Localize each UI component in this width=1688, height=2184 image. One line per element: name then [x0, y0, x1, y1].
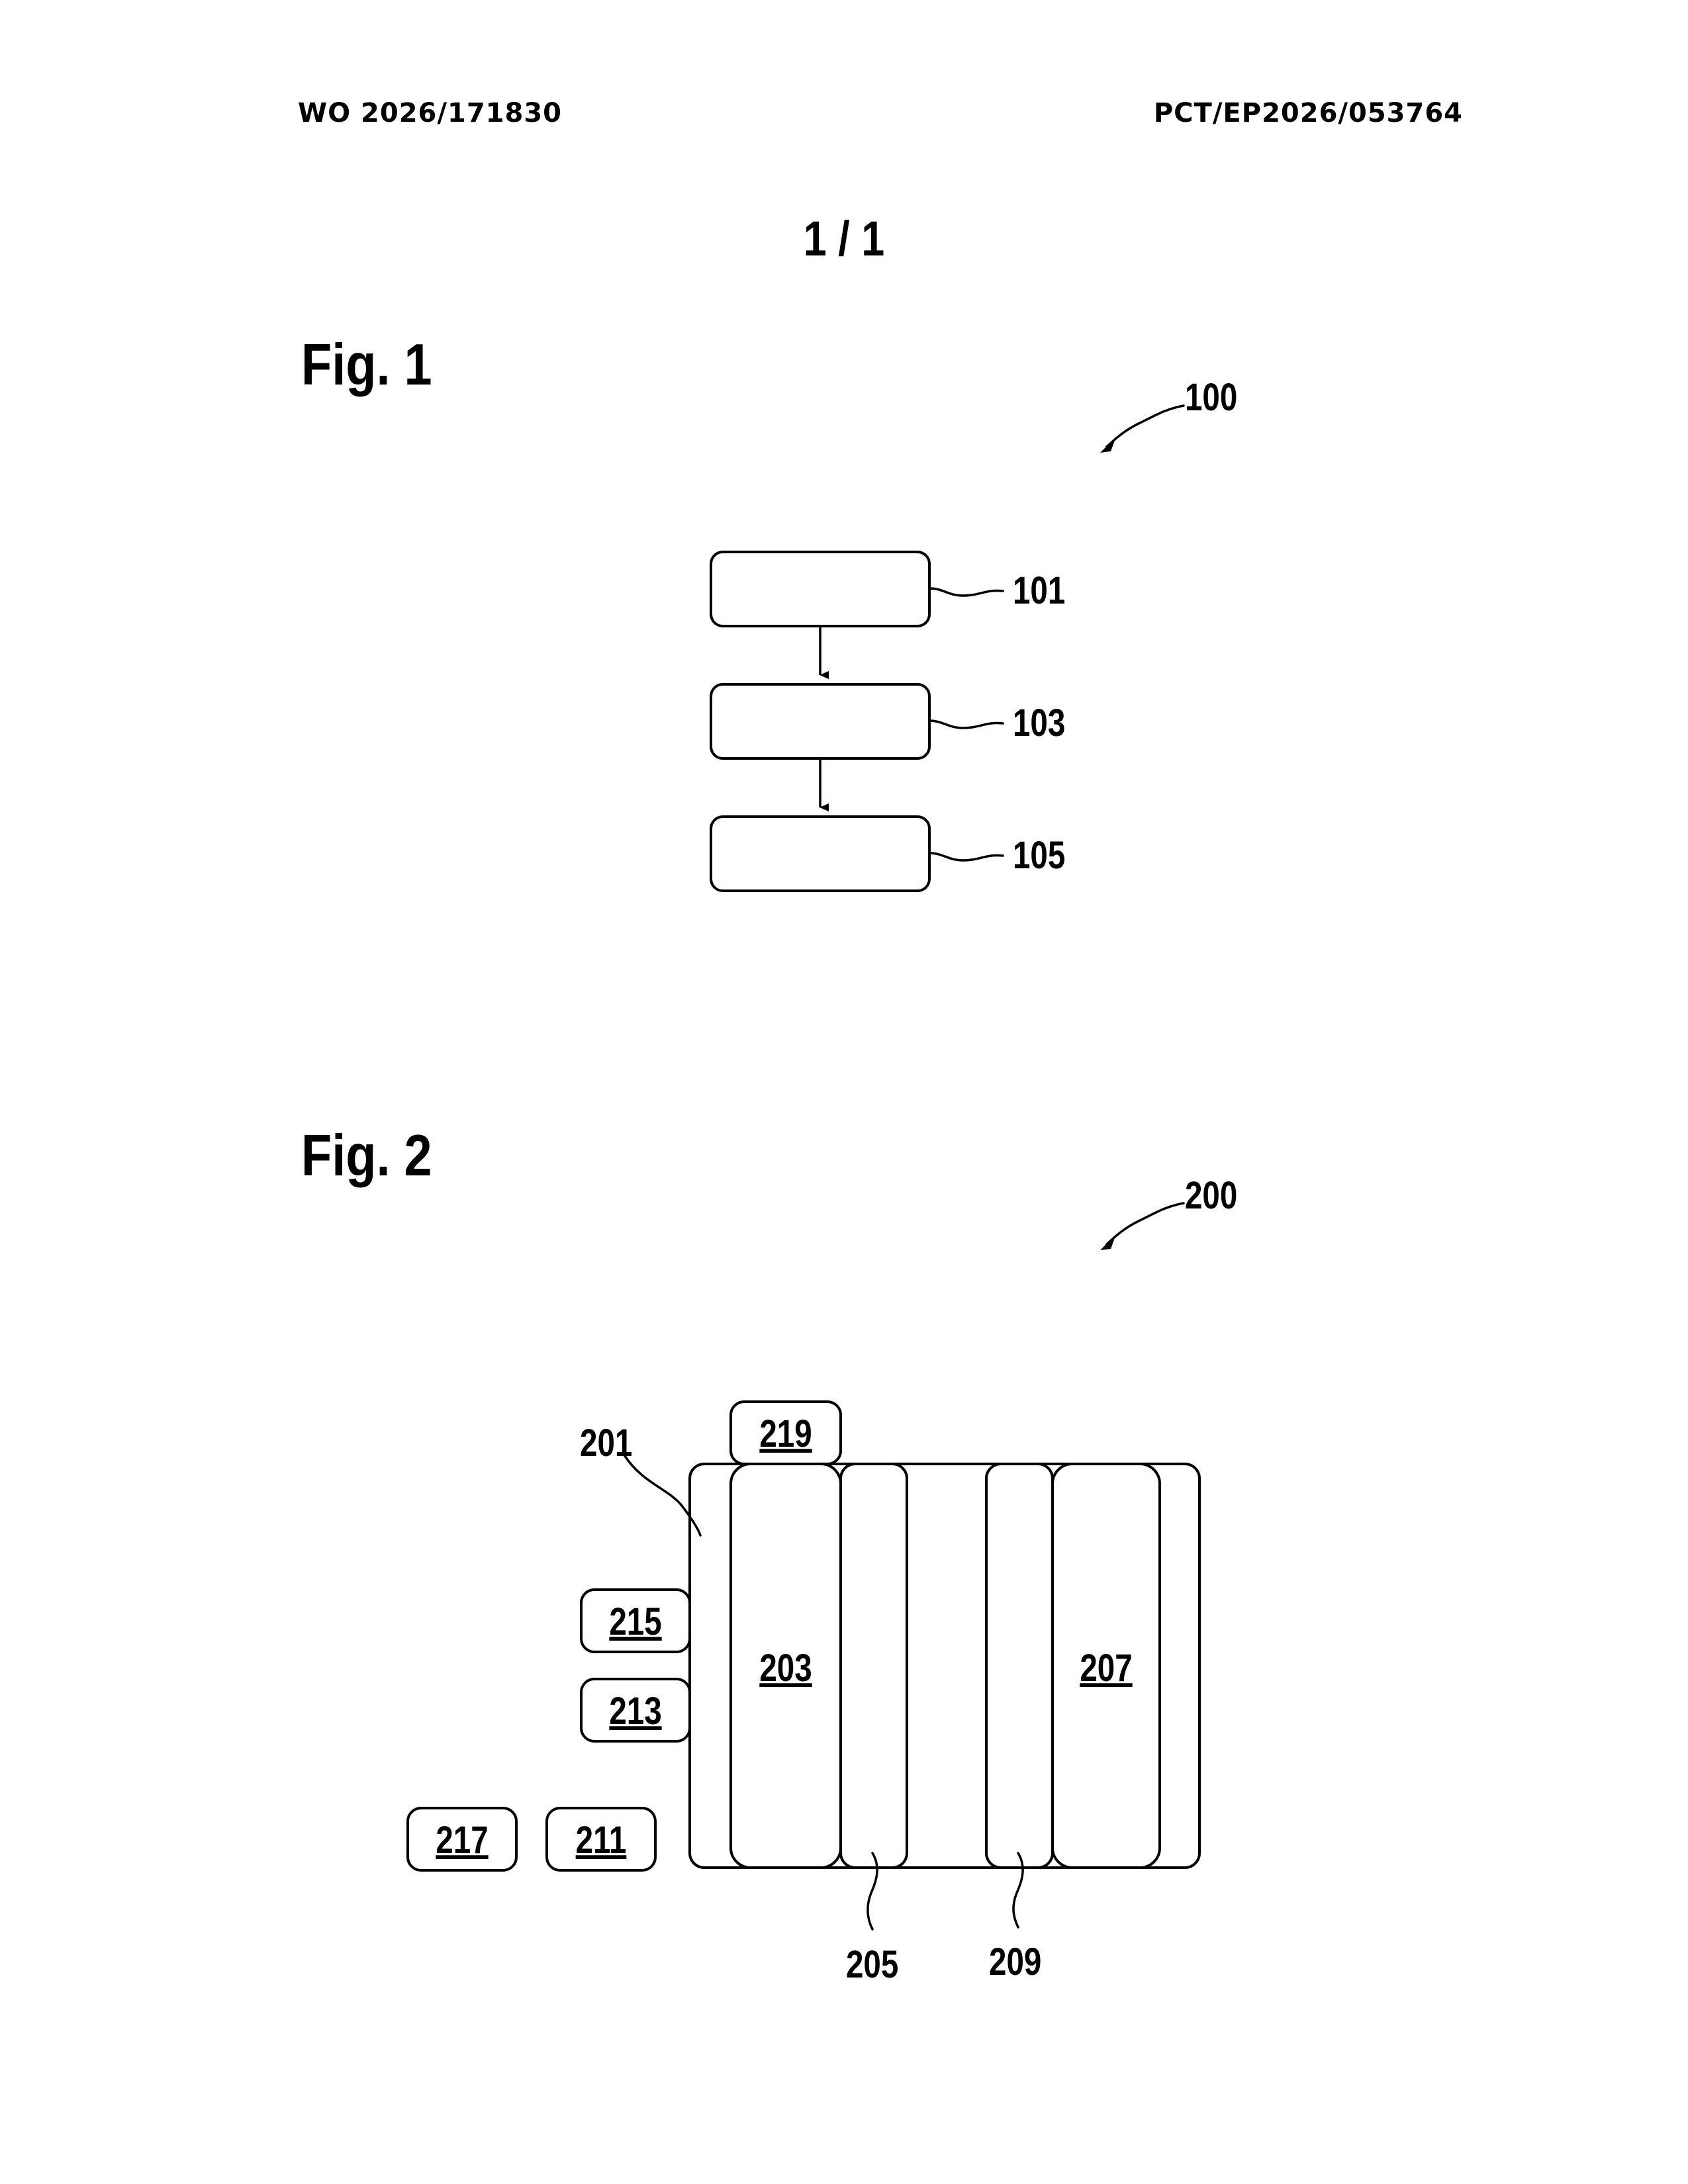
step-box-105 — [711, 817, 929, 891]
leader-205 — [868, 1853, 877, 1929]
leader-105 — [929, 853, 1003, 860]
ref-219-label: 219 — [759, 1413, 812, 1456]
figure-2: 200 201 205 209 203 207 219 215 213 211 … — [408, 1175, 1237, 1987]
figure-1: 100 101 103 105 — [711, 377, 1237, 891]
ref-101-label: 101 — [1013, 570, 1065, 613]
ref-211-label: 211 — [576, 1819, 627, 1862]
step-box-103 — [711, 684, 929, 758]
layer-209 — [986, 1464, 1053, 1868]
ref-100-pointer — [1100, 406, 1184, 453]
ref-205-label: 205 — [846, 1944, 898, 1987]
leader-101 — [929, 588, 1003, 596]
ref-209-label: 209 — [989, 1941, 1041, 1984]
ref-201-label: 201 — [580, 1422, 632, 1465]
ref-215-label: 215 — [609, 1601, 661, 1644]
ref-200-pointer — [1100, 1203, 1184, 1250]
ref-217-label: 217 — [436, 1819, 488, 1862]
ref-103-label: 103 — [1013, 702, 1065, 745]
leader-103 — [929, 721, 1003, 728]
layer-205 — [841, 1464, 907, 1868]
ref-105-label: 105 — [1013, 835, 1065, 878]
ref-200-label: 200 — [1185, 1175, 1237, 1218]
leader-209 — [1013, 1853, 1023, 1927]
ref-213-label: 213 — [609, 1690, 661, 1733]
ref-207-label: 207 — [1080, 1647, 1132, 1690]
step-box-101 — [711, 552, 929, 626]
ref-203-label: 203 — [759, 1647, 812, 1690]
ref-100-label: 100 — [1185, 377, 1237, 420]
